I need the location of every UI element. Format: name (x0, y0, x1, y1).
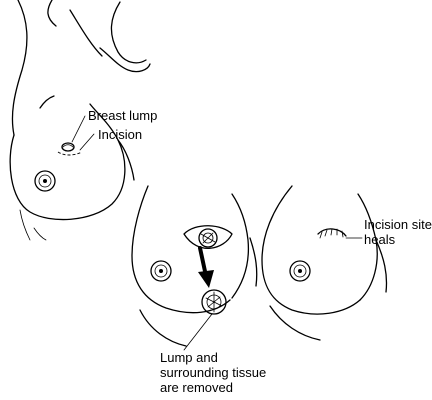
incision-line (57, 151, 83, 156)
label-incision-site-line1: Incision site (364, 217, 432, 232)
healed-scar (317, 228, 347, 237)
label-incision-site-line2: heals (364, 232, 396, 247)
figure-breast-removal (131, 185, 258, 351)
label-removed-line3: are removed (160, 380, 233, 395)
open-incision (183, 225, 233, 249)
label-incision: Incision (98, 127, 143, 142)
areola-2 (150, 260, 172, 282)
areola-1 (34, 170, 56, 192)
breast-lump-mark (61, 142, 75, 152)
areola-3 (289, 260, 311, 282)
label-removed-line2: surrounding tissue (160, 365, 267, 380)
figure-breast-healed (261, 185, 388, 341)
figure-breast-before (9, 0, 151, 241)
removed-tissue (201, 289, 227, 315)
label-breast-lump: Breast lump (88, 108, 158, 123)
label-removed-line1: Lump and (160, 350, 218, 365)
